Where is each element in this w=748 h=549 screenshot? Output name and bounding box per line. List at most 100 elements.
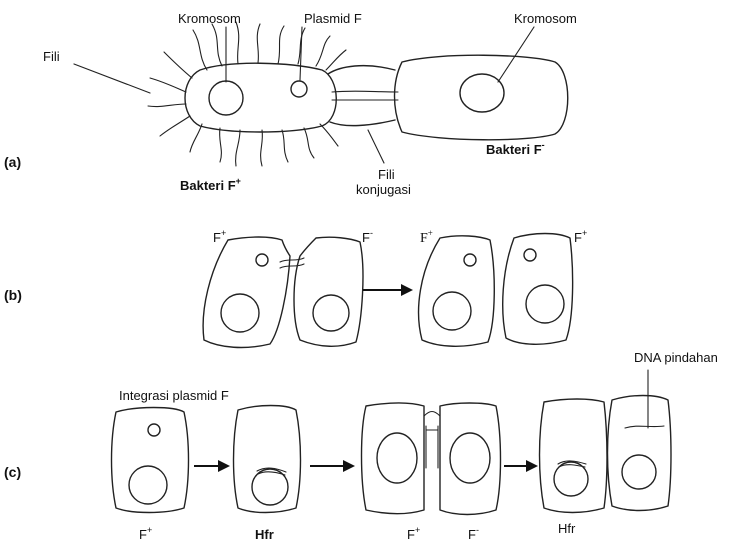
plasmid-label: Plasmid F: [304, 11, 362, 26]
f-plus-sup: +: [221, 228, 226, 238]
fili-strand: [220, 128, 222, 162]
recipient-chromosome: [526, 285, 564, 323]
fili-strand: [212, 24, 222, 66]
bridge-edge-top: [328, 66, 395, 74]
f-minus-text: F: [468, 527, 476, 542]
arrow-head: [343, 460, 355, 472]
hfr-label-2: Hfr: [558, 521, 576, 536]
fili-strand: [148, 104, 186, 107]
arrow-head: [401, 284, 413, 296]
fili-strand: [160, 116, 190, 136]
donor-bacterium: [148, 22, 346, 166]
f-plus-sup: +: [147, 525, 152, 535]
f-plus-text: F: [213, 230, 221, 245]
bridge-inner-line: [332, 91, 398, 92]
fili-strand: [150, 78, 186, 92]
f-plus-sup: +: [428, 228, 433, 238]
pilus-label-line2: konjugasi: [356, 182, 411, 197]
donor-chromosome: [209, 81, 243, 115]
conjugation-tube: [280, 258, 304, 262]
junction-notch: [424, 412, 440, 417]
fili-strand: [190, 124, 202, 152]
donor-label-sup: +: [236, 176, 241, 186]
conjugation-tube: [280, 264, 304, 268]
dna-transfer-label: DNA pindahan: [634, 350, 718, 365]
cell-f-plus: [112, 408, 189, 513]
plasmid-f: [148, 424, 160, 436]
conjugation-channel: [426, 426, 438, 468]
recipient-cell-wall: [440, 403, 501, 515]
f-minus-sup: -: [370, 228, 373, 238]
f-plus-label-3: F+: [574, 228, 587, 245]
donor-chromosome: [433, 292, 471, 330]
donor-label-text: Bakteri F: [180, 178, 236, 193]
fili-strand: [316, 36, 330, 66]
f-plus-text: F: [420, 231, 428, 246]
kromosom-right-leader-line: [498, 27, 534, 82]
cell-wall: [112, 408, 189, 513]
arrow-head: [526, 460, 538, 472]
arrow-head: [218, 460, 230, 472]
fili-strand: [320, 124, 338, 146]
donor-fili: [148, 22, 346, 166]
converted-recipient: [503, 234, 573, 345]
fili-strand: [261, 130, 263, 166]
hfr-mating-pair: [362, 403, 501, 515]
cell-wall: [608, 396, 672, 511]
fili-strand: [193, 30, 207, 70]
f-plus-label-2: F+: [420, 228, 433, 246]
recipient-label-text: Bakteri F: [486, 142, 542, 157]
arrow-c3: [504, 460, 538, 472]
pilus-label-line1: Fili: [378, 167, 395, 182]
chromosome: [622, 455, 656, 489]
f-plus-sup: +: [415, 525, 420, 535]
f-minus-text: F: [362, 230, 370, 245]
recipient-label: Bakteri F-: [486, 140, 545, 157]
f-plus-label-2: F+: [407, 525, 420, 542]
pilus-leader-line: [368, 130, 384, 163]
f-plus-label: F+: [213, 228, 226, 245]
part-a-tag: (a): [4, 154, 21, 170]
fili-strand: [282, 130, 288, 162]
f-minus-sup: -: [476, 525, 479, 535]
fili-leader-line: [74, 64, 150, 93]
plasmid-f: [524, 249, 536, 261]
mating-pair: [203, 237, 363, 347]
f-minus-label: F-: [362, 228, 373, 245]
part-c: (c): [4, 350, 718, 542]
recipient-after-transfer: [608, 396, 672, 511]
arrow-c2: [310, 460, 355, 472]
donor-label: Bakteri F+: [180, 176, 241, 193]
recipient-bacterium: [395, 55, 568, 140]
cell-wall: [234, 406, 301, 513]
separated-donor: [419, 236, 495, 346]
hfr-after-transfer: [540, 399, 608, 513]
plasmid-f: [256, 254, 268, 266]
f-plus-sup: +: [582, 228, 587, 238]
recipient-cell-wall: [503, 234, 573, 345]
fili-strand: [278, 26, 284, 64]
recipient-cell-wall: [395, 55, 568, 140]
f-plus-label: F+: [139, 525, 152, 542]
chromosome: [129, 466, 167, 504]
recipient-chromosome: [460, 74, 504, 112]
conjugation-bridge: [328, 66, 398, 126]
fili-label: Fili: [43, 49, 60, 64]
part-a: (a): [4, 11, 577, 197]
kromosom-label-left: Kromosom: [178, 11, 241, 26]
part-b: (b) F+ F- F+ F+: [4, 228, 587, 347]
arrow-c1: [194, 460, 230, 472]
plasmid-f: [464, 254, 476, 266]
part-b-tag: (b): [4, 287, 22, 303]
fili-strand: [164, 52, 192, 78]
arrow-b: [363, 284, 413, 296]
fili-strand: [236, 22, 239, 64]
fili-strand: [326, 50, 346, 70]
bridge-edge-bottom: [330, 120, 395, 126]
fili-strand: [304, 128, 314, 158]
kromosom-label-right: Kromosom: [514, 11, 577, 26]
cell-hfr: [234, 406, 301, 513]
f-plus-text: F: [407, 527, 415, 542]
